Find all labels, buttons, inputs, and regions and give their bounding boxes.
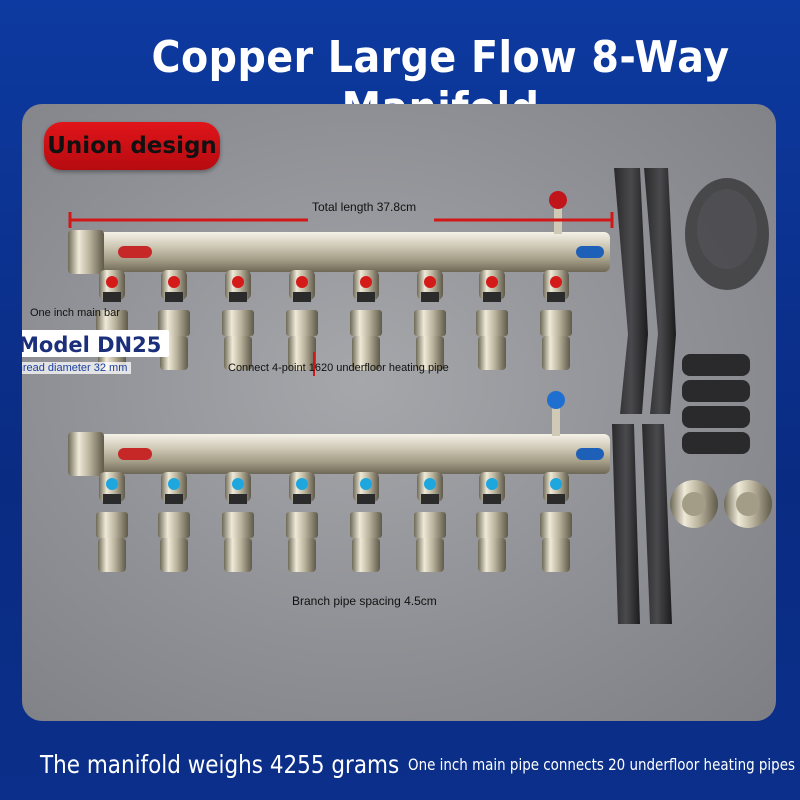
branch-spacing-label: Branch pipe spacing 4.5cm <box>292 594 437 608</box>
upper-manifold <box>68 191 610 370</box>
mounting-brackets <box>612 168 676 624</box>
connect-pipe-label: Connect 4-point 1620 underfloor heating … <box>228 362 449 374</box>
manifold-illustration <box>22 168 772 624</box>
model-label: Model DN25 <box>22 330 170 357</box>
connects-caption: One inch main pipe connects 20 underfloo… <box>408 755 795 774</box>
main-bar-label: One inch main bar <box>30 307 120 319</box>
union-design-badge: Union design <box>44 122 220 170</box>
total-length-label: Total length 37.8cm <box>312 200 417 214</box>
thread-diameter-label: Thread diameter 32 mm <box>22 362 132 374</box>
weight-caption: The manifold weighs 4255 grams <box>40 750 400 779</box>
lower-manifold <box>68 391 610 572</box>
accessories <box>670 178 772 528</box>
product-photo: Union design Total length 37.8cm One inc… <box>22 104 776 721</box>
